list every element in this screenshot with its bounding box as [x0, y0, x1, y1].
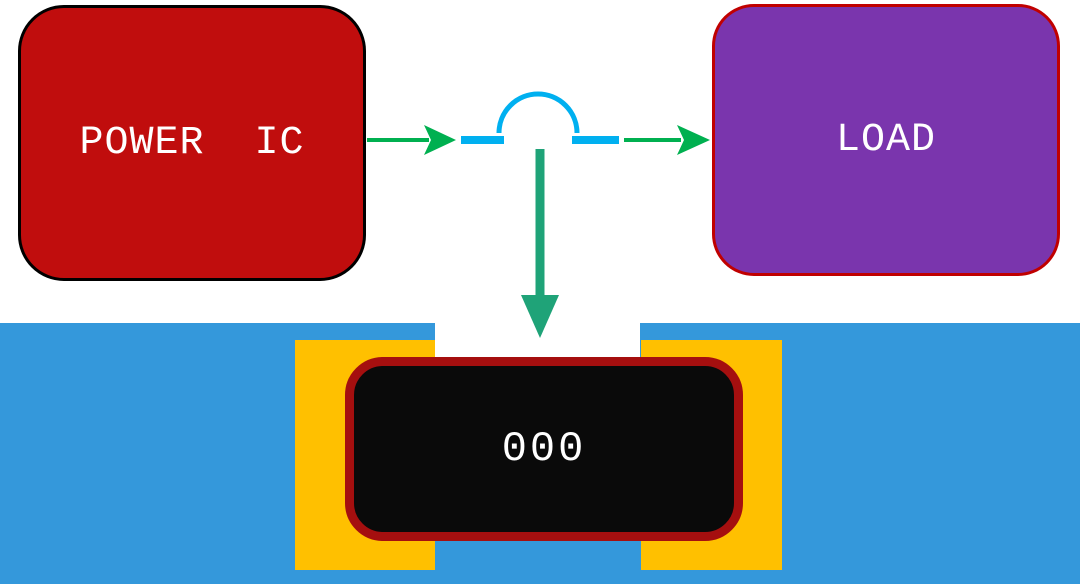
- jumper-arc-icon: [496, 91, 580, 134]
- sense-arrow-down: [521, 149, 559, 338]
- flow-arrow-right-head-icon: [677, 125, 710, 155]
- flow-arrow-left: [367, 125, 456, 155]
- load-block: LOAD: [712, 4, 1060, 276]
- flow-arrow-left-head-icon: [424, 125, 456, 155]
- power-ic-block: POWER IC: [18, 5, 366, 281]
- flow-arrow-right: [624, 125, 710, 155]
- load-label: LOAD: [835, 117, 936, 163]
- resistor-marking: 000: [501, 425, 587, 473]
- power-ic-label: POWER IC: [79, 120, 305, 166]
- shunt-resistor-body: 000: [345, 357, 743, 541]
